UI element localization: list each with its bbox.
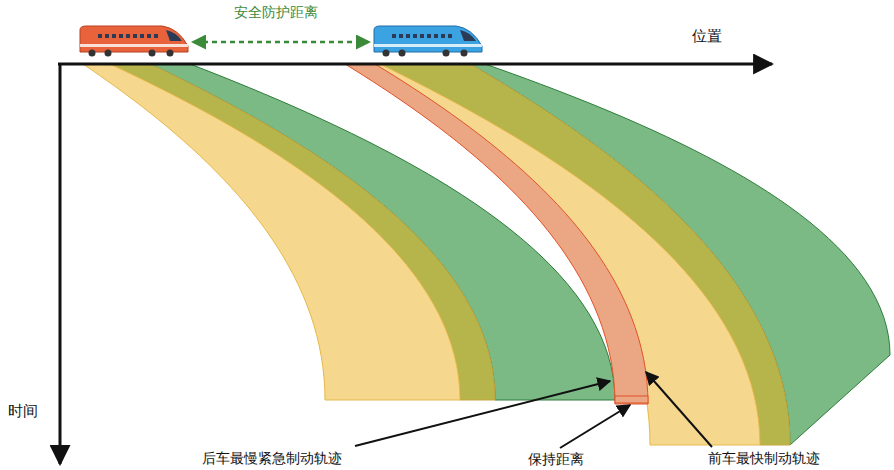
rear-yellow-band xyxy=(83,64,460,400)
train-wheel xyxy=(443,50,450,57)
train-window xyxy=(413,34,417,38)
train-window xyxy=(154,34,158,38)
train-window xyxy=(126,34,130,38)
train-wheel xyxy=(105,50,112,57)
rear-train xyxy=(80,26,188,57)
train-wheel xyxy=(89,50,96,57)
callout-label: 前车最快制动轨迹 xyxy=(708,450,820,467)
train-window xyxy=(147,34,151,38)
axes-and-trains xyxy=(58,26,772,464)
train-window xyxy=(406,34,410,38)
train-stripe xyxy=(374,44,482,47)
kept-distance-leader xyxy=(560,405,630,448)
train-window xyxy=(399,34,403,38)
kept-distance-box xyxy=(615,396,648,403)
train-window xyxy=(133,34,137,38)
train-windshield xyxy=(460,30,476,41)
callout-label: 保持距离 xyxy=(528,451,584,468)
position-axis xyxy=(58,63,772,66)
train-window xyxy=(441,34,445,38)
train-stripe xyxy=(80,44,188,47)
front-fastest-brake-band xyxy=(345,64,648,404)
train-wheel xyxy=(399,50,406,57)
train-window xyxy=(420,34,424,38)
trajectory-bands xyxy=(83,64,890,445)
train-window xyxy=(140,34,144,38)
safety-distance-arrow xyxy=(194,41,368,44)
front-train xyxy=(374,26,482,57)
train-window xyxy=(112,34,116,38)
axis-label: 时间 xyxy=(8,402,38,420)
train-window xyxy=(434,34,438,38)
rear-slowest-leader xyxy=(355,381,610,446)
train-wheel xyxy=(167,50,174,57)
train-window xyxy=(427,34,431,38)
train-body xyxy=(374,26,482,52)
train-wheel xyxy=(149,50,156,57)
train-wheel xyxy=(383,50,390,57)
train-window xyxy=(119,34,123,38)
axis-label: 位置 xyxy=(692,27,722,45)
distance-label: 安全防护距离 xyxy=(234,4,318,21)
train-window xyxy=(105,34,109,38)
callout-label: 后车最慢紧急制动轨迹 xyxy=(202,450,342,467)
train-window xyxy=(392,34,396,38)
train-wheel xyxy=(461,50,468,57)
train-windshield xyxy=(166,30,182,41)
train-window xyxy=(448,34,452,38)
front-fastest-leader xyxy=(646,372,712,447)
train-body xyxy=(80,26,188,52)
train-window xyxy=(98,34,102,38)
time-axis xyxy=(59,64,62,464)
